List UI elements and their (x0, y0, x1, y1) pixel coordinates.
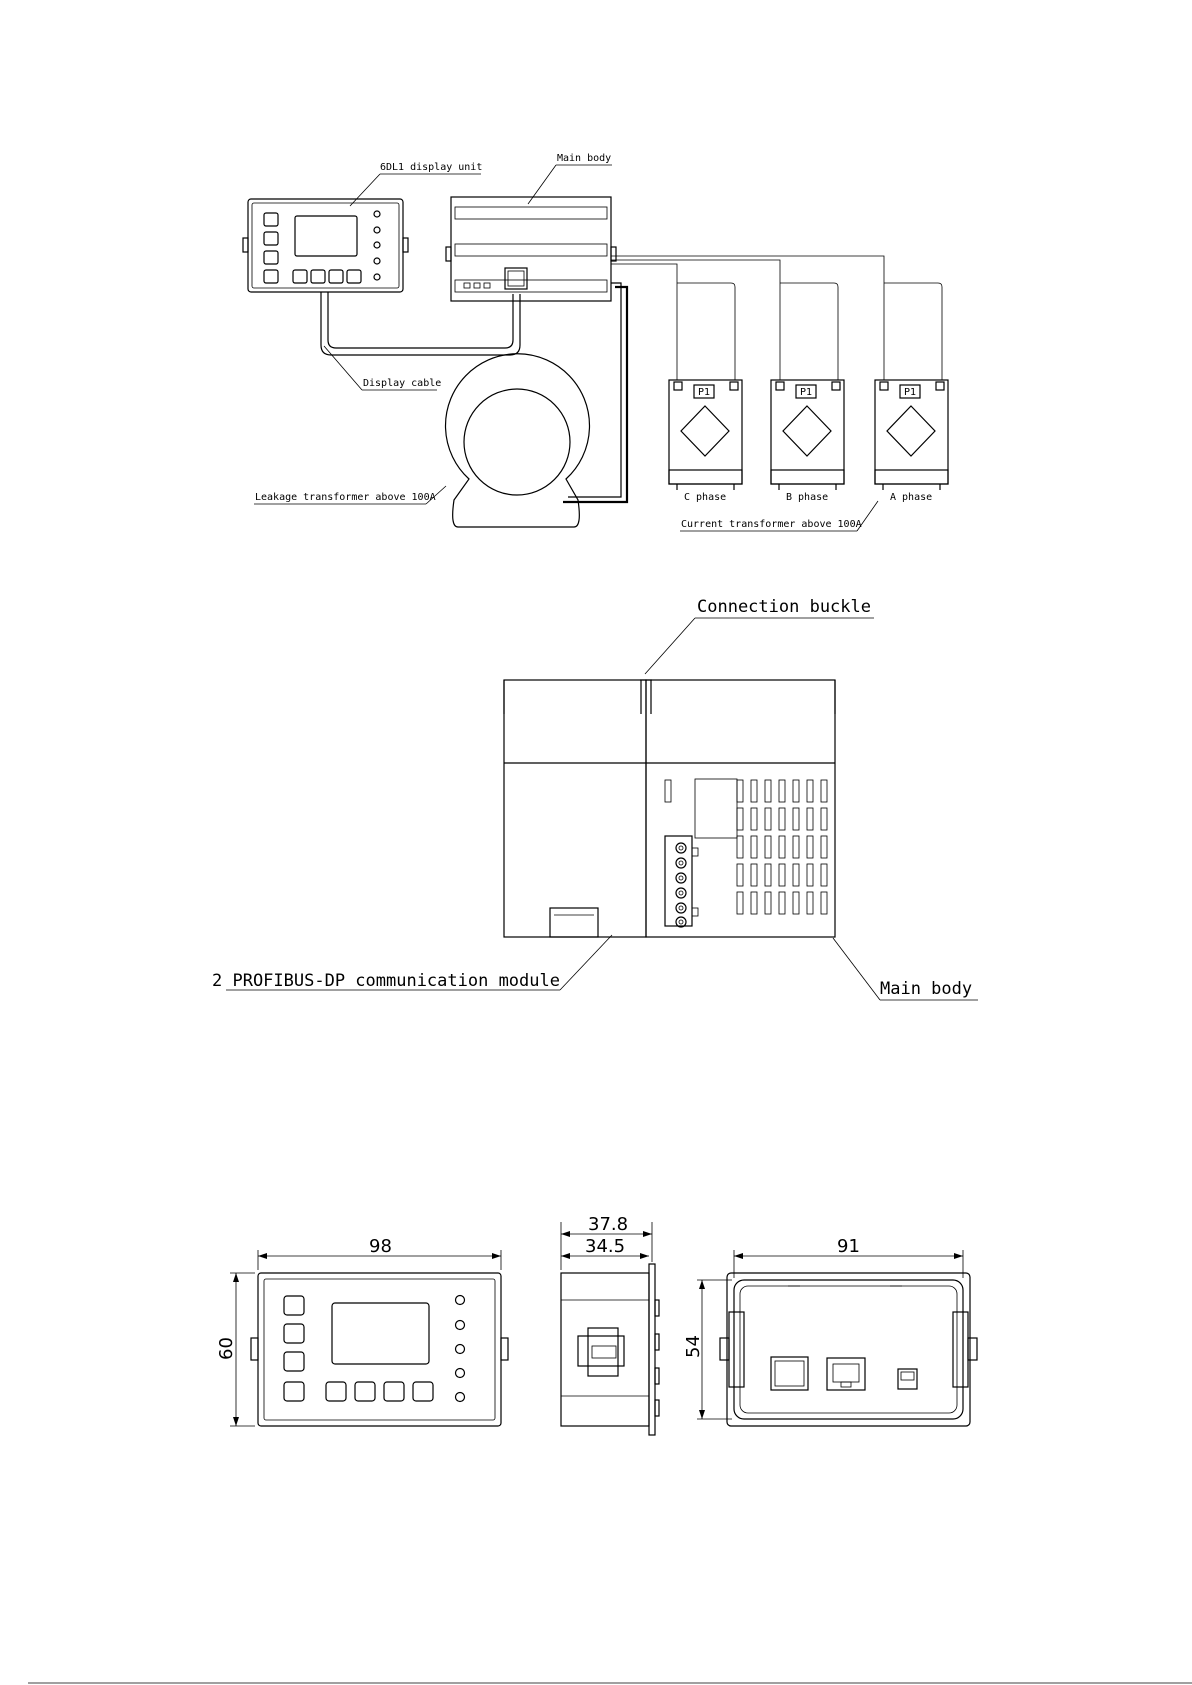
vent-slot (821, 808, 827, 830)
profibus-module-label: 2 PROFIBUS-DP communication module (212, 971, 560, 991)
vent-slot (751, 836, 757, 858)
dim-side-outer: 37.8 (588, 1214, 628, 1235)
vent-slot (821, 836, 827, 858)
phase-label: B phase (786, 492, 828, 503)
ct-b-phase: P1 (771, 380, 844, 490)
dim-front-width: 98 (369, 1236, 392, 1257)
side-profile-view (561, 1264, 659, 1435)
vent-slot (807, 836, 813, 858)
phase-label: A phase (890, 492, 932, 503)
connection-buckle-label: Connection buckle (697, 597, 871, 617)
terminal-screws (676, 843, 686, 927)
vent-slot (737, 780, 743, 802)
dim-back-height: 54 (683, 1335, 704, 1358)
vent-slot (793, 836, 799, 858)
side-view (504, 680, 835, 937)
vent-slot (807, 892, 813, 914)
phase-label: C phase (684, 492, 726, 503)
vent-slot (779, 892, 785, 914)
vent-slot (793, 864, 799, 886)
front-view (251, 1273, 508, 1426)
dim-back-width: 91 (837, 1236, 860, 1257)
vent-slot (751, 780, 757, 802)
main-body-top (446, 197, 616, 301)
leakage-label: Leakage transformer above 100A (255, 492, 436, 503)
vent-slot (765, 780, 771, 802)
display-cable-label: Display cable (363, 378, 441, 389)
vent-slot (793, 780, 799, 802)
vent-slot (665, 780, 671, 802)
p1-label: P1 (698, 387, 710, 398)
vent-slot (807, 780, 813, 802)
vent-slot (793, 808, 799, 830)
vent-slot (779, 808, 785, 830)
vent-slot (737, 892, 743, 914)
vent-slots (665, 780, 827, 914)
vent-slot (751, 892, 757, 914)
display-unit (243, 199, 408, 292)
p1-label: P1 (800, 387, 812, 398)
vent-slot (821, 892, 827, 914)
ct-label: Current transformer above 100A (681, 519, 862, 530)
vent-slot (765, 892, 771, 914)
vent-slot (807, 808, 813, 830)
vent-slot (779, 836, 785, 858)
display-unit-label: 6DL1 display unit (380, 162, 482, 173)
ct-a-phase: P1 (875, 380, 948, 490)
main-body-label-side: Main body (880, 979, 972, 999)
p1-label: P1 (904, 387, 916, 398)
vent-slot (779, 864, 785, 886)
vent-slot (793, 892, 799, 914)
vent-slot (821, 864, 827, 886)
vent-slot (765, 808, 771, 830)
vent-slot (737, 836, 743, 858)
vent-slot (821, 780, 827, 802)
back-view (720, 1273, 977, 1426)
vent-slot (737, 808, 743, 830)
dim-side-inner: 34.5 (585, 1236, 625, 1257)
vent-slot (751, 864, 757, 886)
wiring-diagram: 6DL1 display unit Main body Display cabl… (243, 153, 948, 531)
vent-slot (807, 864, 813, 886)
main-body-label-top: Main body (557, 153, 611, 164)
ct-c-phase: P1 (669, 380, 742, 490)
dim-front-height: 60 (216, 1337, 237, 1360)
vent-slot (765, 864, 771, 886)
vent-slot (751, 808, 757, 830)
vent-slot (737, 864, 743, 886)
vent-slot (765, 836, 771, 858)
vent-slot (779, 780, 785, 802)
